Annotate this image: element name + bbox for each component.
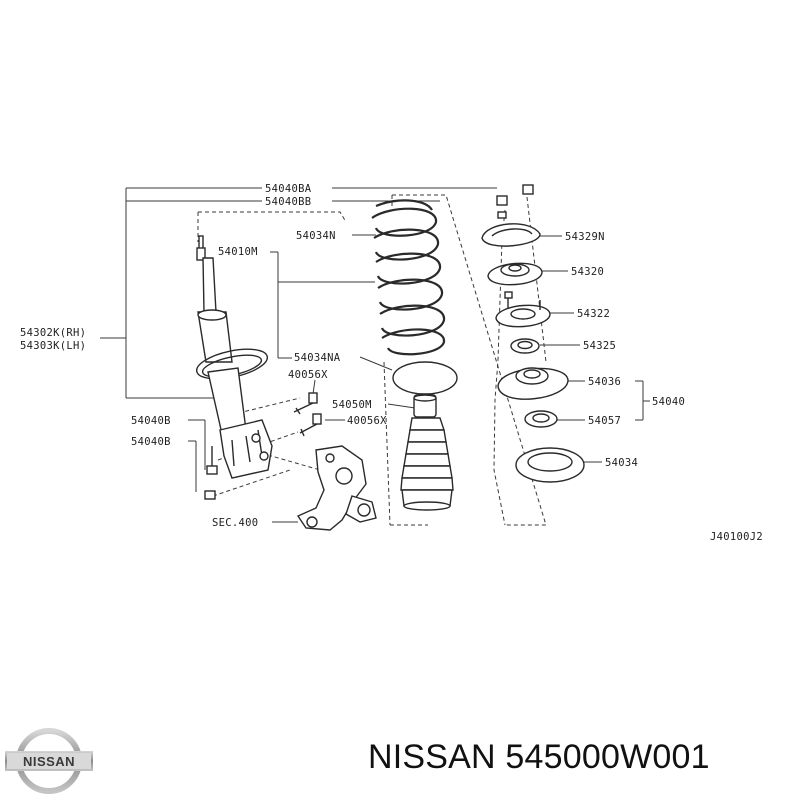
label-54325: 54325: [583, 340, 616, 352]
label-54057: 54057: [588, 415, 621, 427]
strut-assembly: [195, 235, 273, 500]
spring-seat-lower: [392, 361, 458, 395]
label-diagram-code: J40100J2: [710, 531, 763, 543]
label-sec400: SEC.400: [212, 517, 258, 529]
label-54050m: 54050M: [332, 399, 372, 411]
label-54302k: 54302K(RH): [20, 327, 86, 339]
label-40056x-bottom: 40056X: [347, 415, 387, 427]
part-number-caption: NISSAN 545000W001: [368, 738, 710, 776]
mount-parts: [481, 184, 585, 483]
label-54010m: 54010M: [218, 246, 258, 258]
dust-boot: [400, 394, 454, 511]
part-labels: 54040BA 54040BB 54010M 54034N 54329N 543…: [20, 183, 763, 543]
label-54040: 54040: [652, 396, 685, 408]
leader-lines: [100, 187, 650, 523]
label-40056x-top: 40056X: [288, 369, 328, 381]
label-54034na: 54034NA: [294, 352, 341, 364]
label-54303k: 54303K(LH): [20, 340, 86, 352]
label-54040b-bottom: 54040B: [131, 436, 171, 448]
label-54329n: 54329N: [565, 231, 605, 243]
label-54036: 54036: [588, 376, 621, 388]
label-54040b-top: 54040B: [131, 415, 171, 427]
label-54322: 54322: [577, 308, 610, 320]
bolts: [293, 392, 322, 437]
label-54040bb: 54040BB: [265, 196, 311, 208]
label-54034n: 54034N: [296, 230, 336, 242]
nissan-logo-icon: NISSAN: [5, 728, 93, 794]
label-54040ba: 54040BA: [265, 183, 312, 195]
coil-spring: [371, 199, 446, 356]
steering-knuckle: [296, 445, 377, 531]
logo-wordmark: NISSAN: [23, 754, 75, 769]
label-54034: 54034: [605, 457, 638, 469]
label-54320: 54320: [571, 266, 604, 278]
